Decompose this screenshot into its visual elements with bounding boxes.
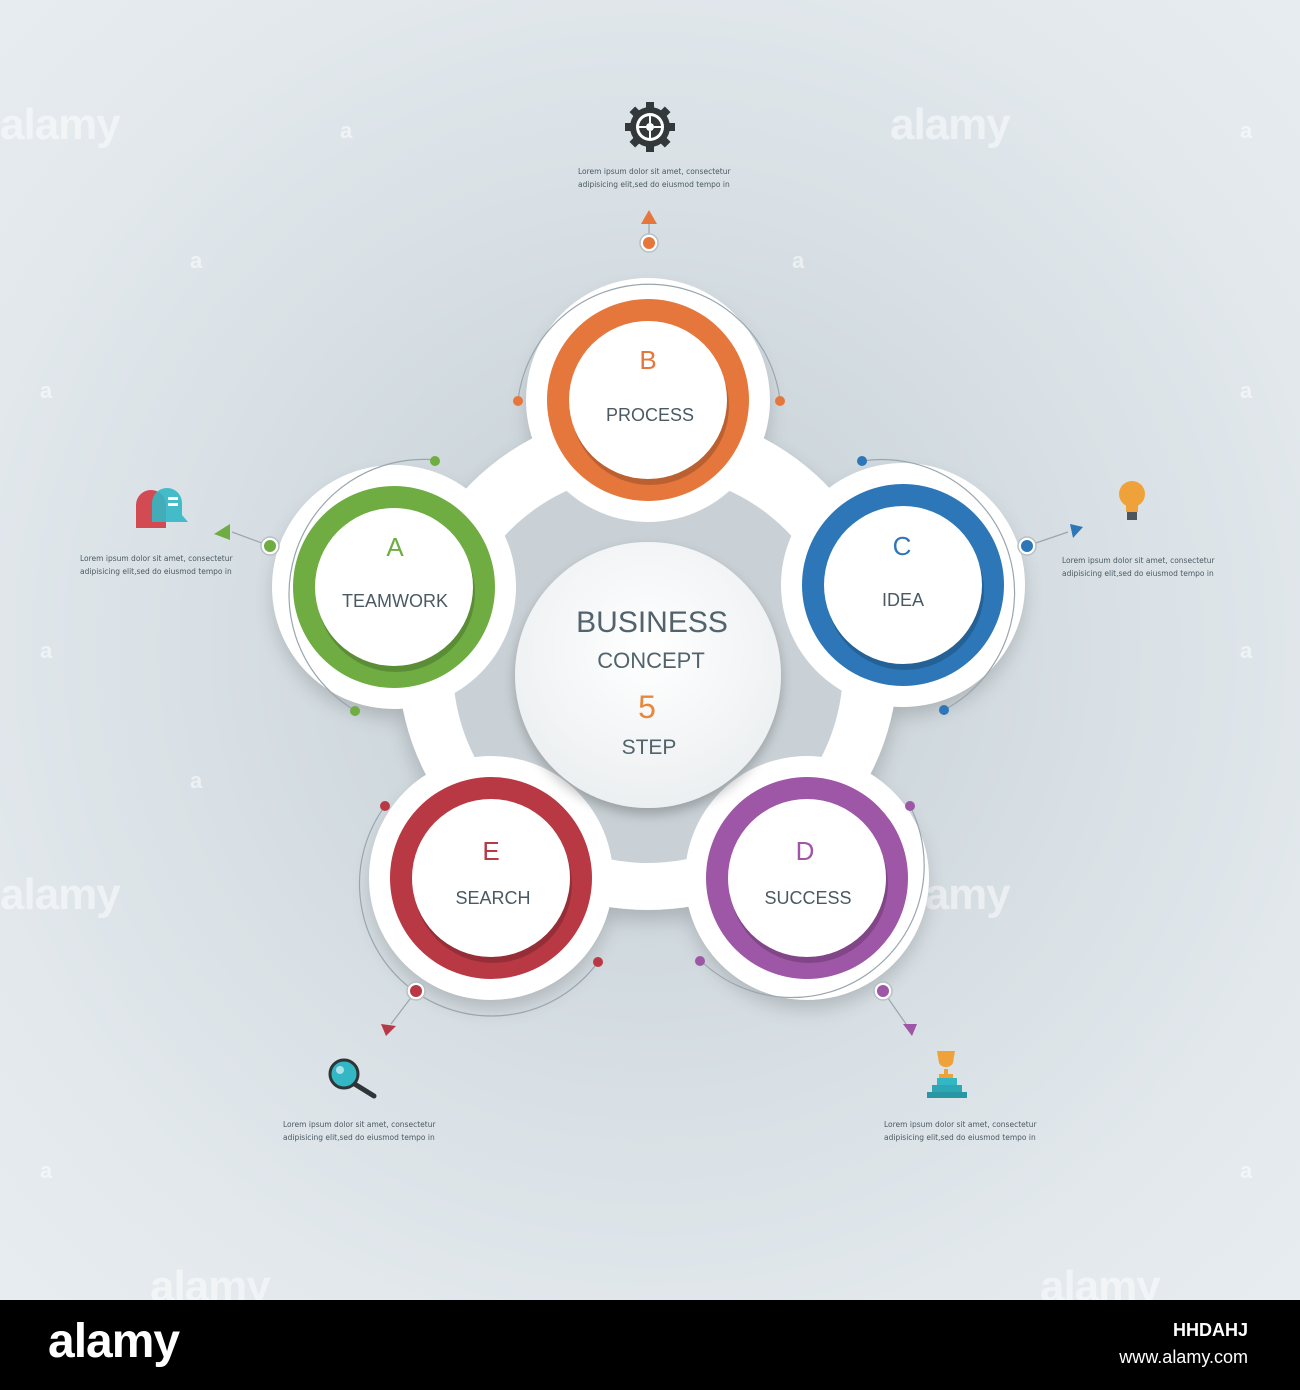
watermark: alamy	[0, 870, 121, 919]
center-title: BUSINESS	[576, 606, 728, 639]
lightbulb-icon	[1119, 481, 1145, 520]
gear-icon	[625, 102, 675, 152]
step-letter: A	[386, 532, 404, 562]
watermark-letter: a	[190, 248, 203, 273]
watermark-letter: a	[40, 638, 53, 663]
center-number: 5	[638, 689, 656, 725]
step-inner-circle	[728, 799, 886, 957]
image-id: HHDAHJ	[1172, 1320, 1248, 1340]
watermark-letter: a	[792, 248, 805, 273]
five-step-diagram: A TEAMWORK B PROCESS C IDEA D SUCCESS E SEARCH BU…	[136, 102, 1145, 1099]
footer-bar: alamy HHDAHJ www.alamy.com	[0, 1300, 1300, 1390]
watermark-letter: a	[1240, 638, 1253, 663]
step-letter: B	[639, 345, 656, 375]
watermark-letter: a	[1240, 1158, 1253, 1183]
watermark-letter: a	[340, 118, 353, 143]
watermark-letter: a	[190, 768, 203, 793]
watermark-letter: a	[40, 378, 53, 403]
center-step-label: STEP	[622, 736, 677, 759]
trophy-icon	[927, 1051, 967, 1098]
step-process: B PROCESS	[547, 299, 749, 501]
watermark-letter: a	[1240, 118, 1253, 143]
watermark-letter: a	[40, 1158, 53, 1183]
footer-logo: alamy	[48, 1315, 180, 1368]
step-letter: E	[482, 836, 499, 866]
center-subtitle: CONCEPT	[597, 648, 705, 673]
footer-url: www.alamy.com	[1119, 1347, 1248, 1367]
step-inner-circle	[315, 508, 473, 666]
center-circle: BUSINESS CONCEPT 5 STEP	[515, 542, 781, 808]
step-inner-circle	[569, 321, 727, 479]
step-inner-circle	[412, 799, 570, 957]
teamwork-speech-icon	[136, 488, 188, 528]
step-teamwork: A TEAMWORK	[293, 486, 495, 688]
watermark-letter: a	[1240, 378, 1253, 403]
diagram-background: alamy alamy alamy alamy alamy alamy a a …	[0, 0, 1300, 1311]
step-label: TEAMWORK	[342, 591, 448, 611]
step-label: PROCESS	[606, 405, 694, 425]
watermark: alamy	[0, 100, 121, 149]
step-label: SEARCH	[455, 888, 530, 908]
step-inner-circle	[824, 506, 982, 664]
magnifier-icon	[328, 1058, 377, 1099]
step-letter: D	[796, 836, 815, 866]
step-success: D SUCCESS	[706, 777, 908, 979]
watermark: alamy	[890, 100, 1011, 149]
step-search: E SEARCH	[390, 777, 592, 979]
footer-meta: HHDAHJ www.alamy.com	[1119, 1320, 1248, 1368]
step-label: SUCCESS	[764, 888, 851, 908]
step-idea: C IDEA	[802, 484, 1004, 686]
connector-lines	[214, 210, 1083, 1036]
step-label: IDEA	[882, 590, 924, 610]
step-letter: C	[893, 531, 912, 561]
